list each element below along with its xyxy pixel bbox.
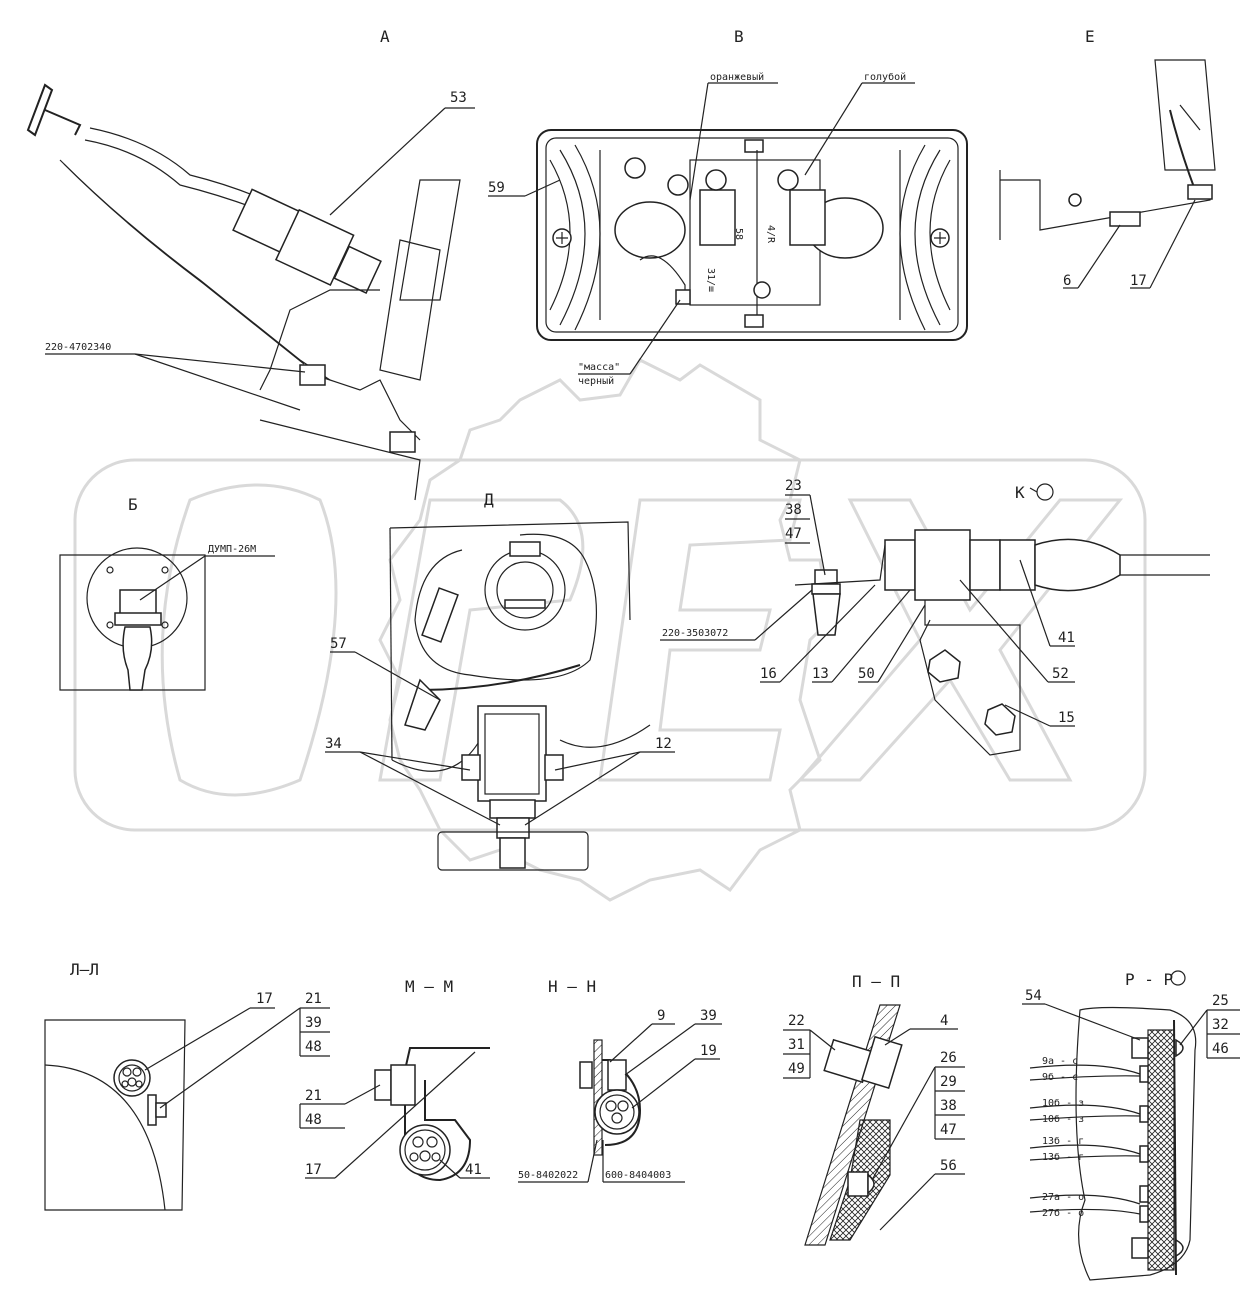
label-rr-25: 25: [1212, 993, 1229, 1009]
label-nn-19: 19: [700, 1043, 717, 1059]
section-mm-title: М – М: [405, 977, 453, 996]
label-v-3t: 31/≡: [705, 268, 716, 292]
view-v-title: В: [734, 27, 744, 46]
label-e-6: 6: [1063, 273, 1071, 289]
view-e-title: Е: [1085, 27, 1095, 46]
section-nn: Н – Н 9 39 19 50-8402022 600-8404003: [518, 977, 722, 1183]
section-pp: П – П 22 31 49 4 26 29 38 47 56: [783, 972, 965, 1246]
label-rr-w3: 10б - з: [1042, 1097, 1084, 1109]
label-nn-9: 9: [657, 1008, 665, 1024]
view-a-title: А: [380, 27, 390, 46]
view-v: В 58 4/R 31/≡ 59: [488, 27, 968, 387]
label-ll-39: 39: [305, 1015, 322, 1031]
section-mm: М – М 21 48 17 41: [299, 977, 490, 1182]
section-rr: Р - Р 9а - с 9б - с 10б - з 10б - з 13б …: [1022, 970, 1240, 1281]
label-nn-39: 39: [700, 1008, 717, 1024]
label-nn-part1: 50-8402022: [518, 1170, 578, 1181]
section-ll: Л–Л 17 21 39 48: [44, 960, 330, 1211]
label-ll-21: 21: [305, 991, 322, 1007]
label-k-23: 23: [785, 478, 802, 494]
label-pp-56: 56: [940, 1158, 957, 1174]
label-rr-54: 54: [1025, 988, 1042, 1004]
label-k-52: 52: [1052, 666, 1069, 682]
label-d-34: 34: [325, 736, 342, 752]
label-pp-29: 29: [940, 1074, 957, 1090]
rr-bolts: [1131, 1037, 1184, 1259]
view-d: Д 57 34 12: [325, 490, 675, 871]
label-rr-32: 32: [1212, 1017, 1229, 1033]
label-mm-41: 41: [465, 1162, 482, 1178]
label-rr-w4: 10б - з: [1042, 1113, 1084, 1125]
label-v-59: 59: [488, 180, 505, 196]
view-b-title: Б: [128, 495, 138, 514]
label-rr-w8: 27б - о: [1042, 1207, 1084, 1219]
label-a-53: 53: [450, 90, 467, 106]
label-a-part: 220-4702340: [45, 342, 111, 353]
label-v-mass: "масса": [578, 362, 620, 373]
view-k: К 23 38 47 220-3503072 16 13 50 4: [660, 478, 1210, 756]
label-v-orange: оранжевый: [710, 71, 764, 83]
label-k-15: 15: [1058, 710, 1075, 726]
label-mm-48: 48: [305, 1112, 322, 1128]
label-v-blue: голубой: [864, 71, 906, 83]
label-pp-49: 49: [788, 1061, 805, 1077]
label-ll-17: 17: [256, 991, 273, 1007]
label-pp-47: 47: [940, 1122, 957, 1138]
label-pp-31: 31: [788, 1037, 805, 1053]
label-rr-46: 46: [1212, 1041, 1229, 1057]
label-pp-4: 4: [940, 1013, 948, 1029]
label-v-black: черный: [578, 375, 614, 387]
label-k-38: 38: [785, 502, 802, 518]
rr-connectors: [1029, 1064, 1149, 1223]
label-v-4r: 4/R: [765, 225, 776, 244]
section-rr-title: Р - Р: [1125, 970, 1173, 989]
label-d-57: 57: [330, 636, 347, 652]
section-ll-title: Л–Л: [70, 960, 99, 979]
label-rr-w1: 9а - с: [1042, 1056, 1078, 1067]
label-pp-38: 38: [940, 1098, 957, 1114]
label-k-16: 16: [760, 666, 777, 682]
label-rr-w2: 9б - с: [1042, 1071, 1078, 1083]
label-mm-17: 17: [305, 1162, 322, 1178]
view-e: Е 6 17: [999, 27, 1216, 289]
label-d-12: 12: [655, 736, 672, 752]
section-nn-title: Н – Н: [548, 977, 596, 996]
label-k-50: 50: [858, 666, 875, 682]
label-k-part: 220-3503072: [662, 628, 728, 639]
label-rr-w6: 13б - г: [1042, 1151, 1084, 1163]
section-pp-title: П – П: [852, 972, 900, 991]
view-a: А 53 220-4702340: [26, 27, 475, 501]
label-b-part: ДУМП-26М: [208, 544, 256, 555]
watermark: [73, 358, 1147, 902]
label-rr-w7: 27а - о: [1042, 1192, 1084, 1203]
view-b: Б ДУМП-26М: [59, 495, 275, 691]
label-k-41: 41: [1058, 630, 1075, 646]
label-pp-22: 22: [788, 1013, 805, 1029]
label-rr-w5: 13б - г: [1042, 1135, 1084, 1147]
view-d-title: Д: [484, 490, 494, 509]
label-v-58: 58: [733, 228, 744, 240]
label-mm-21: 21: [305, 1088, 322, 1104]
label-k-47: 47: [785, 526, 802, 542]
label-e-17: 17: [1130, 273, 1147, 289]
view-k-title: К: [1015, 483, 1025, 502]
label-k-13: 13: [812, 666, 829, 682]
label-ll-48: 48: [305, 1039, 322, 1055]
label-pp-26: 26: [940, 1050, 957, 1066]
label-nn-part2: 600-8404003: [605, 1170, 671, 1181]
lamp-wood-texture: [549, 144, 951, 331]
